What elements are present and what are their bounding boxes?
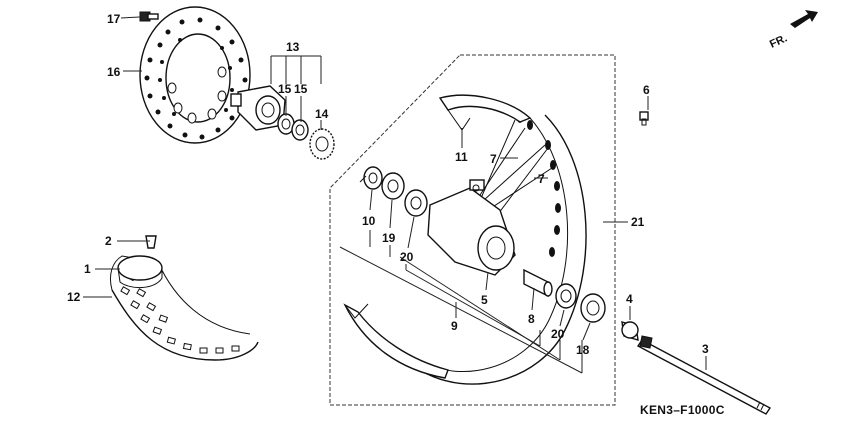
callout-19: 19: [382, 231, 396, 245]
callout-7a: 7: [490, 152, 497, 166]
assembly-boundary: [329, 54, 616, 406]
brake-disc: [139, 6, 251, 144]
disc-bolt: [139, 11, 159, 22]
rim-band-clip: [145, 235, 157, 249]
tire-and-tube: [109, 255, 259, 361]
spokes: [477, 119, 553, 223]
callout-5: 5: [481, 293, 488, 307]
speedometer-gear: [309, 128, 335, 160]
dust-seal: [359, 166, 383, 190]
callout-15a: 15: [278, 82, 292, 96]
callout-2: 2: [105, 234, 112, 248]
callout-9: 9: [451, 319, 458, 333]
callout-10: 10: [362, 214, 376, 228]
callout-15b: 15: [294, 82, 308, 96]
callout-16: 16: [107, 65, 121, 79]
callout-11: 11: [455, 150, 468, 164]
side-collar: [621, 321, 639, 341]
callout-8: 8: [528, 312, 535, 326]
callout-7b: 7: [538, 172, 545, 186]
leader-lines: [83, 16, 707, 374]
fr-label: FR.: [768, 32, 789, 50]
rim-band-bottom: [343, 303, 449, 379]
callout-21: 21: [631, 215, 645, 229]
callout-18: 18: [576, 343, 590, 357]
bearing-right: [580, 293, 606, 323]
callout-14: 14: [315, 107, 329, 121]
distance-collar: [523, 268, 553, 298]
callout-17: 17: [107, 12, 121, 26]
callout-labels: 17 16 13 15 15 14 2 1 12 11 7 7 6 21 10 …: [67, 12, 709, 357]
bearing-left: [381, 172, 405, 200]
rim-band-top: [438, 94, 532, 131]
bearing-inner-left: [404, 189, 428, 217]
callout-1: 1: [84, 262, 91, 276]
valve-cap: [639, 111, 649, 126]
callout-3: 3: [702, 342, 709, 356]
bearing-inner-right: [555, 283, 577, 309]
callout-13: 13: [286, 40, 300, 54]
speedometer-gearbox: [230, 85, 286, 131]
callout-20a: 20: [400, 250, 414, 264]
callout-12: 12: [67, 290, 81, 304]
front-axle: [636, 335, 772, 415]
wheel-hub: [427, 179, 516, 276]
diagram-code: KEN3–F1000C: [640, 403, 725, 417]
front-direction-arrow: FR.: [768, 10, 818, 51]
callout-6: 6: [643, 83, 650, 97]
callout-4: 4: [626, 292, 633, 306]
washers: [277, 113, 309, 141]
callout-20b: 20: [551, 327, 565, 341]
